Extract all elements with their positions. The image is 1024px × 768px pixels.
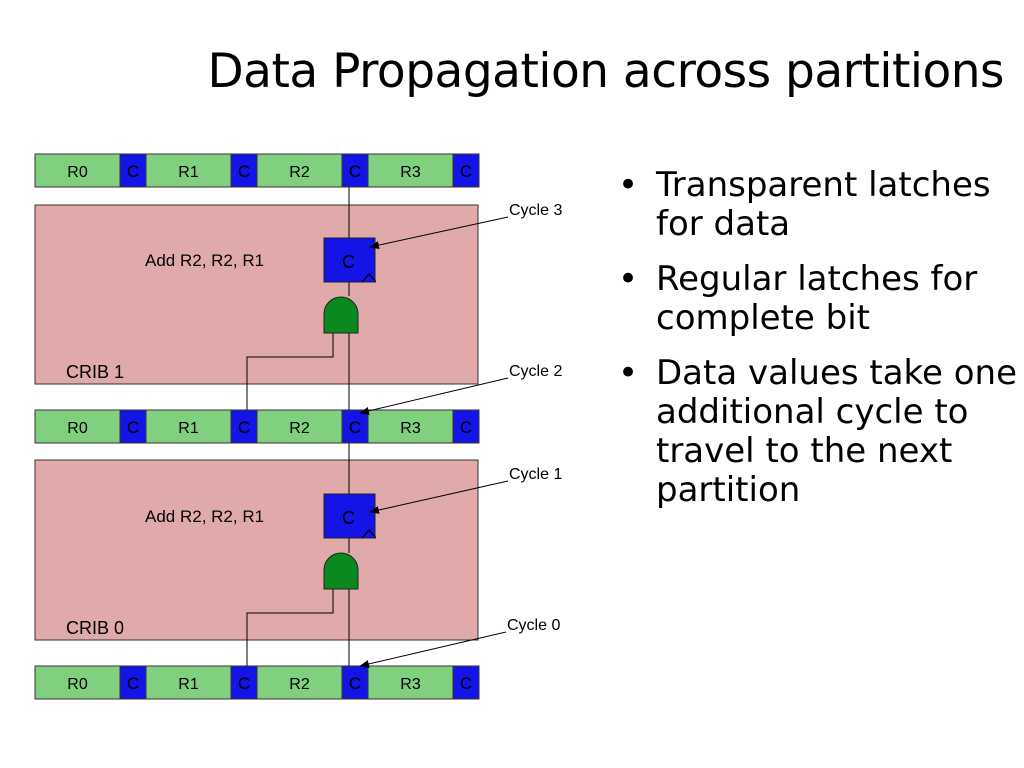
cycle-2-arrow (359, 377, 509, 415)
register-label: R2 (289, 676, 310, 693)
crib-1-latch (323, 237, 376, 283)
complete-bit-label: C (460, 674, 472, 693)
register-row-middle: R0 C R1 C R2 C R3 C (34, 409, 480, 444)
cycle-0-arrow (359, 631, 507, 668)
cycle-3-arrow (369, 216, 509, 249)
complete-bit-label: C (127, 162, 139, 181)
complete-bit-cell (452, 153, 480, 188)
bullet-text: Transparent latches for data (656, 165, 991, 244)
bullet-dot-icon: • (618, 353, 639, 393)
crib-0-instruction: Add R2, R2, R1 (145, 507, 264, 526)
register-row-top: R0 C R1 C R2 C R3 C (34, 153, 480, 188)
crib-1-and-gate-icon (323, 296, 359, 334)
register-label: R3 (400, 420, 421, 437)
register-cell (34, 409, 121, 444)
crib-1-latch-label: C (342, 252, 355, 272)
register-label: R0 (67, 164, 88, 181)
register-row-bottom: R0 C R1 C R2 C R3 C (34, 665, 480, 700)
bullet-item: • Transparent latches for data (618, 166, 1018, 244)
complete-bit-cell (119, 153, 147, 188)
cycle-0-label: Cycle 0 (507, 617, 560, 634)
register-label: R2 (289, 420, 310, 437)
bullet-dot-icon: • (618, 165, 639, 205)
complete-bit-label: C (127, 418, 139, 437)
crib-1-box (34, 204, 479, 385)
register-label: R3 (400, 164, 421, 181)
complete-bit-label: C (238, 162, 250, 181)
cycle-1-arrow (369, 480, 509, 514)
bullet-list: • Transparent latches for data • Regular l… (618, 166, 1018, 526)
register-cell (256, 153, 343, 188)
crib-1-latch-clock-icon (361, 273, 377, 283)
bullet-item: • Data values take one additional cycle t… (618, 354, 1018, 510)
bullet-dot-icon: • (618, 259, 639, 299)
complete-bit-cell (341, 665, 369, 700)
bullet-item: • Regular latches for complete bit (618, 260, 1018, 338)
complete-bit-label: C (127, 674, 139, 693)
complete-bit-cell (341, 153, 369, 188)
complete-bit-cell (119, 665, 147, 700)
crib-1-instruction: Add R2, R2, R1 (145, 251, 264, 270)
bullet-text: Data values take one additional cycle to… (656, 353, 1018, 510)
complete-bit-label: C (460, 418, 472, 437)
register-label: R1 (178, 676, 199, 693)
crib-0-label: CRIB 0 (66, 618, 124, 638)
register-cell (145, 665, 232, 700)
complete-bit-label: C (349, 674, 361, 693)
complete-bit-label: C (238, 418, 250, 437)
register-label: R2 (289, 164, 310, 181)
register-label: R0 (67, 420, 88, 437)
slide-title: Data Propagation across partitions (207, 44, 1004, 99)
register-cell (367, 409, 454, 444)
wires (246, 187, 350, 666)
register-cell (145, 409, 232, 444)
register-cell (256, 409, 343, 444)
crib-0-and-gate-icon (323, 552, 359, 590)
complete-bit-cell (341, 409, 369, 444)
register-cell (145, 153, 232, 188)
cycle-1-label: Cycle 1 (509, 466, 562, 483)
register-label: R0 (67, 676, 88, 693)
complete-bit-label: C (349, 162, 361, 181)
crib-0-latch-label: C (342, 508, 355, 528)
register-label: R1 (178, 420, 199, 437)
cycle-3-label: Cycle 3 (509, 202, 562, 219)
complete-bit-label: C (238, 674, 250, 693)
crib-0-latch (323, 493, 376, 539)
complete-bit-label: C (349, 418, 361, 437)
register-cell (367, 665, 454, 700)
crib-0-box (34, 459, 479, 641)
complete-bit-label: C (460, 162, 472, 181)
cycle-2-label: Cycle 2 (509, 363, 562, 380)
register-label: R3 (400, 676, 421, 693)
crib-1-label: CRIB 1 (66, 362, 124, 382)
complete-bit-cell (230, 409, 258, 444)
register-cell (256, 665, 343, 700)
crib-0-latch-clock-icon (361, 529, 377, 539)
complete-bit-cell (230, 665, 258, 700)
register-cell (367, 153, 454, 188)
complete-bit-cell (452, 665, 480, 700)
register-label: R1 (178, 164, 199, 181)
bullet-text: Regular latches for complete bit (656, 259, 978, 338)
complete-bit-cell (452, 409, 480, 444)
